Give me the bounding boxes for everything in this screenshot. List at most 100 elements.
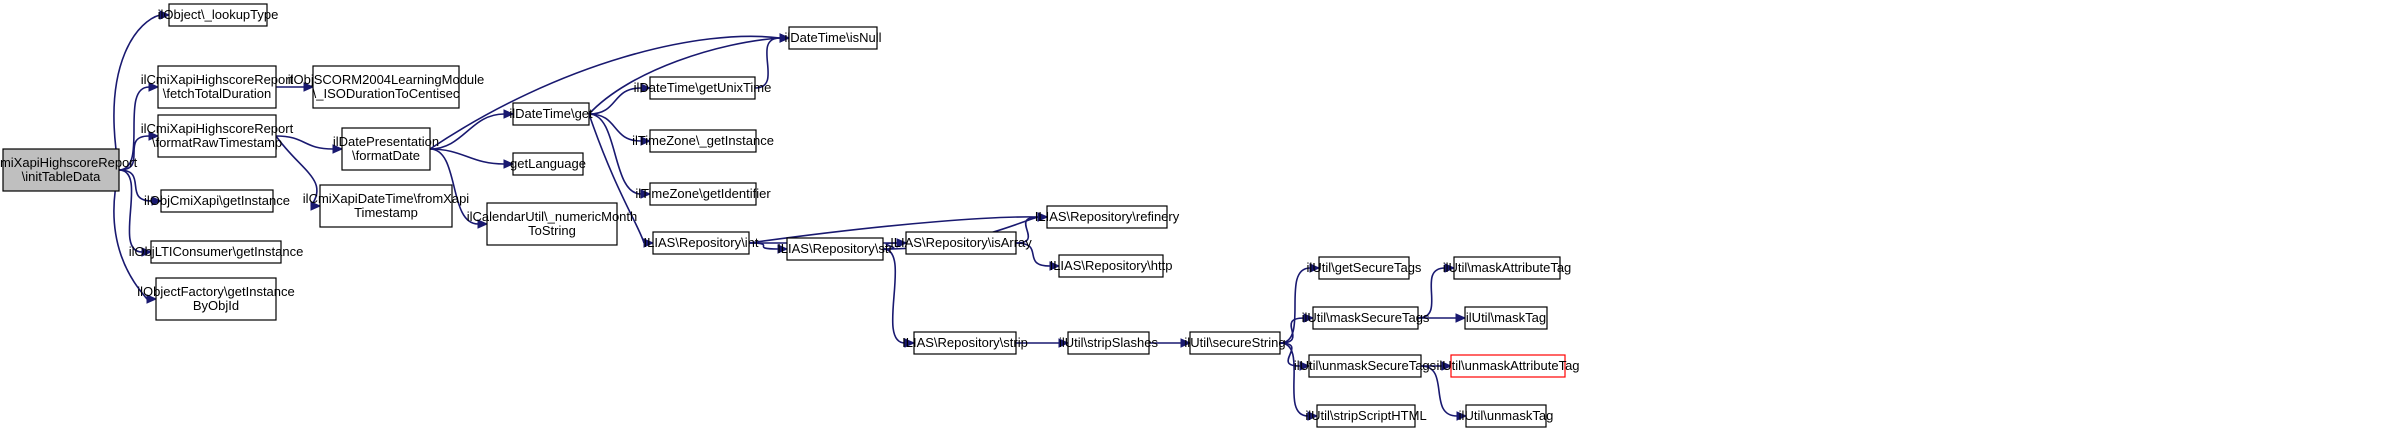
- graph-node[interactable]: ilTimeZone\_getInstance: [632, 129, 774, 153]
- node-label: ILIAS\Repository\strip: [902, 335, 1028, 350]
- edge-line: [429, 148, 479, 225]
- edge-line: [113, 14, 161, 171]
- node-label: ilUtil\unmaskAttributeTag: [1436, 358, 1579, 373]
- graph-node[interactable]: ilTimeZone\getIdentifier: [635, 182, 771, 206]
- graph-node[interactable]: ilUtil\unmaskTag: [1459, 404, 1554, 428]
- edge-n10-n13: [588, 33, 791, 115]
- graph-node[interactable]: ilDateTime\isNull: [784, 26, 882, 50]
- graph-node[interactable]: ilUtil\secureString: [1184, 331, 1286, 355]
- edge-line: [275, 135, 318, 207]
- node-box: [1308, 354, 1422, 378]
- arrowhead-icon: [159, 10, 171, 20]
- nodes-layer: ilCmiXapiHighscoreReport\initTableDatail…: [0, 3, 1580, 428]
- graph-node[interactable]: ilUtil\getSecureTags: [1307, 256, 1422, 280]
- edge-line: [882, 248, 906, 344]
- arrowhead-icon: [643, 238, 655, 248]
- graph-node[interactable]: ilObjSCORM2004LearningModule\_ISODuratio…: [288, 65, 485, 109]
- node-box: [788, 26, 878, 50]
- edge-line: [1015, 216, 1039, 244]
- graph-node[interactable]: ILIAS\Repository\refinery: [1035, 205, 1180, 229]
- node-box: [905, 231, 1017, 255]
- edge-line: [1279, 342, 1309, 417]
- edge-n24-n25: [1279, 263, 1321, 344]
- edge-line: [1015, 242, 1051, 267]
- edge-n19-n21: [1015, 242, 1061, 271]
- edge-n0-n1: [113, 10, 171, 171]
- node-box: [1450, 354, 1566, 378]
- graph-node[interactable]: ilUtil\unmaskSecureTags: [1294, 354, 1437, 378]
- edge-n18-n22: [882, 248, 916, 348]
- node-label: ilCmiXapiHighscoreReport: [141, 121, 294, 136]
- arrowhead-icon: [640, 136, 652, 146]
- graph-node[interactable]: ilCmiXapiHighscoreReport\fetchTotalDurat…: [141, 65, 294, 109]
- edge-n14-n13: [754, 33, 791, 89]
- graph-node[interactable]: ilObjLTIConsumer\getInstance: [129, 240, 304, 264]
- edge-line: [588, 37, 781, 115]
- edge-line: [754, 37, 781, 89]
- arrowhead-icon: [779, 33, 791, 43]
- node-box: [155, 277, 277, 321]
- node-box: [1316, 404, 1416, 428]
- graph-node[interactable]: ILIAS\Repository\http: [1050, 254, 1173, 278]
- node-label: \fetchTotalDuration: [163, 86, 271, 101]
- node-box: [1067, 331, 1150, 355]
- graph-node[interactable]: ilCmiXapiHighscoreReport\initTableData: [0, 148, 138, 192]
- graph-node[interactable]: ilDateTime\get: [509, 102, 593, 126]
- graph-node[interactable]: ILIAS\Repository\isArray: [890, 231, 1032, 255]
- arrowhead-icon: [1444, 263, 1456, 273]
- node-box: [1453, 256, 1561, 280]
- graph-node[interactable]: ilUtil\maskTag: [1464, 306, 1548, 330]
- graph-node[interactable]: ilUtil\unmaskAttributeTag: [1436, 354, 1580, 378]
- edge-n0-n6: [113, 169, 158, 304]
- graph-node[interactable]: ilDateTime\getUnixTime: [634, 76, 772, 100]
- graph-node[interactable]: ilUtil\stripScriptHTML: [1305, 404, 1427, 428]
- node-box: [341, 127, 431, 171]
- arrowhead-icon: [1307, 411, 1319, 421]
- graph-node[interactable]: ilUtil\maskAttributeTag: [1443, 256, 1572, 280]
- graph-node[interactable]: ILIAS\Repository\strip: [902, 331, 1028, 355]
- edge-line: [118, 169, 143, 253]
- graph-node[interactable]: ilObject\_lookupType: [158, 3, 279, 27]
- node-label: ilObjectFactory\getInstance: [137, 284, 295, 299]
- graph-node[interactable]: ilDatePresentation\formatDate: [333, 127, 439, 171]
- node-box: [1312, 306, 1419, 330]
- arrowhead-icon: [148, 131, 160, 141]
- arrowhead-icon: [1455, 313, 1467, 323]
- graph-node[interactable]: ilUtil\stripSlashes: [1059, 331, 1158, 355]
- node-label: ilDateTime\getUnixTime: [634, 80, 772, 95]
- node-label: ilDatePresentation: [333, 134, 439, 149]
- node-label: ilCmiXapiDateTime\fromXapi: [303, 191, 470, 206]
- node-box: [157, 65, 277, 109]
- edge-n10-n14: [588, 83, 652, 115]
- edge-line: [429, 35, 781, 150]
- edge-n0-n2: [118, 82, 160, 171]
- edge-line: [118, 86, 150, 171]
- arrowhead-icon: [477, 219, 489, 229]
- node-label: \formatRawTimestamp: [152, 135, 282, 150]
- node-box: [1318, 256, 1410, 280]
- edge-n3-n9: [275, 135, 322, 211]
- arrowhead-icon: [141, 247, 153, 257]
- graph-node[interactable]: ilUtil\maskSecureTags: [1302, 306, 1430, 330]
- node-box: [913, 331, 1017, 355]
- graph-node[interactable]: ILIAS\Repository\int: [644, 231, 759, 255]
- node-label: ILIAS\Repository\refinery: [1035, 209, 1180, 224]
- edge-line: [429, 113, 505, 150]
- edges-layer: [113, 10, 1468, 421]
- graph-node[interactable]: getLanguage: [510, 152, 586, 176]
- edge-line: [588, 87, 642, 115]
- node-label: \initTableData: [22, 169, 102, 184]
- edge-line: [748, 216, 1039, 244]
- edge-n10-n15: [588, 113, 652, 146]
- node-label: ilUtil\stripSlashes: [1059, 335, 1158, 350]
- graph-node[interactable]: ilCmiXapiHighscoreReport\formatRawTimest…: [141, 114, 294, 158]
- graph-node[interactable]: ilObjCmiXapi\getInstance: [144, 189, 290, 213]
- arrowhead-icon: [904, 338, 916, 348]
- arrowhead-icon: [151, 196, 163, 206]
- node-label: ilCalendarUtil\_numericMonth: [467, 209, 638, 224]
- graph-node[interactable]: ILIAS\Repository\str: [777, 237, 893, 261]
